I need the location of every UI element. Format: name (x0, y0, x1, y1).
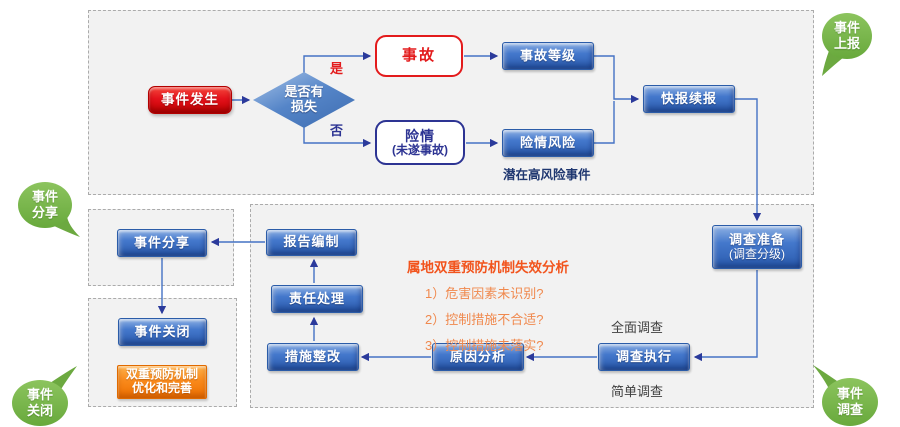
bubble-incident-invest-line1: 事件 (836, 386, 863, 401)
bubble-incident-close-line2: 关闭 (26, 403, 53, 418)
bubble-ellipse (12, 380, 68, 426)
bubble-incident-report-line2: 上报 (833, 36, 860, 51)
bubble-incident-share: 事件 分享 (16, 180, 84, 240)
node-report-prep: 报告编制 (266, 229, 357, 256)
node-rectification: 措施整改 (267, 343, 359, 371)
label-simple-investigation: 简单调查 (611, 384, 664, 399)
bubble-ellipse (18, 182, 72, 228)
bubble-incident-close-shape (12, 366, 77, 426)
node-report-prep-label: 报告编制 (283, 234, 340, 250)
node-cause-analysis-label: 原因分析 (449, 348, 506, 364)
node-event-share: 事件分享 (117, 229, 207, 257)
node-event-share-label: 事件分享 (133, 234, 190, 250)
node-nearmiss-risk-label: 险情风险 (519, 134, 576, 150)
bubble-incident-share-line2: 分享 (31, 205, 58, 220)
bubble-incident-report-text: 事件 上报 (822, 13, 872, 59)
failure-analysis-item-2: 2）控制措施不合适? (425, 312, 544, 327)
node-event-occurred-label: 事件发生 (161, 92, 219, 108)
bubble-ellipse (822, 378, 878, 426)
bubble-incident-invest-line2: 调查 (836, 402, 863, 417)
node-invest-prep-line1: 调查准备 (728, 231, 785, 247)
node-accident-label: 事故 (401, 47, 436, 65)
node-rectification-label: 措施整改 (284, 348, 341, 364)
node-invest-prep: 调查准备 (调查分级) (712, 225, 802, 269)
node-nearmiss-risk: 险情风险 (502, 129, 594, 157)
node-event-close: 事件关闭 (118, 318, 207, 346)
node-event-occurred: 事件发生 (148, 86, 232, 114)
node-accident-level: 事故等级 (502, 42, 594, 70)
node-dual-prevention-line2: 优化和完善 (131, 381, 192, 395)
node-dual-prevention: 双重预防机制 优化和完善 (117, 365, 207, 399)
node-nearmiss-line2: (未遂事故) (392, 142, 448, 157)
node-nearmiss-line1: 险情 (405, 127, 435, 144)
bubble-incident-share-text: 事件 分享 (18, 182, 72, 228)
bubble-incident-close-line1: 事件 (26, 387, 53, 402)
failure-analysis-title: 属地双重预防机制失效分析 (407, 260, 569, 275)
failure-analysis-item-3: 3）控制措施未落实? (425, 338, 544, 353)
failure-analysis-note: 属地双重预防机制失效分析 1）危害因素未识别? 2）控制措施不合适? 3）控制措… (407, 256, 569, 354)
node-express-report: 快报续报 (643, 85, 735, 113)
bubble-incident-report-shape (822, 13, 872, 76)
node-dual-prevention-line1: 双重预防机制 (125, 367, 198, 382)
node-invest-prep-line2: (调查分级) (729, 246, 785, 261)
node-cause-analysis: 原因分析 (432, 343, 524, 371)
label-full-investigation: 全面调查 (611, 320, 664, 335)
node-invest-exec: 调查执行 (598, 343, 690, 371)
bubble-incident-report-line1: 事件 (833, 20, 860, 35)
bubble-incident-share-line1: 事件 (31, 189, 58, 204)
label-yes: 是 (330, 61, 344, 76)
bubble-incident-close-text: 事件 关闭 (12, 380, 68, 426)
bubble-incident-share-shape (18, 182, 80, 237)
bubble-ellipse (822, 13, 872, 59)
node-accident-level-label: 事故等级 (519, 47, 576, 63)
node-invest-exec-label: 调查执行 (615, 348, 672, 364)
node-loss-decision-line1: 是否有 (284, 84, 324, 100)
node-loss-decision-line2: 损失 (290, 99, 317, 114)
node-event-close-label: 事件关闭 (134, 323, 191, 339)
bubble-incident-invest: 事件 调查 (806, 358, 882, 427)
node-nearmiss: 险情 (未遂事故) (375, 120, 465, 165)
bubble-incident-close: 事件 关闭 (8, 360, 80, 427)
label-no: 否 (330, 123, 344, 138)
bubble-incident-invest-text: 事件 调查 (822, 378, 878, 426)
bubble-incident-invest-shape (813, 365, 878, 426)
label-potential-risk: 潜在高风险事件 (503, 168, 591, 182)
node-responsibility-label: 责任处理 (288, 290, 345, 306)
node-express-report-label: 快报续报 (660, 90, 717, 106)
bubble-incident-report: 事件 上报 (818, 12, 876, 80)
failure-analysis-item-1: 1）危害因素未识别? (425, 286, 544, 301)
node-accident: 事故 (375, 35, 463, 77)
node-responsibility: 责任处理 (271, 285, 363, 313)
